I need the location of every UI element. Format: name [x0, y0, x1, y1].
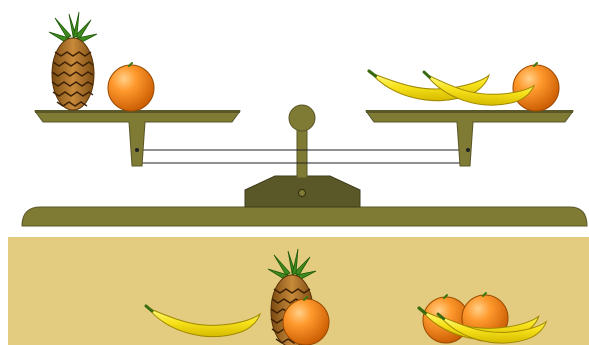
pineapple-icon[interactable]: [49, 12, 97, 110]
scale-base: [22, 207, 587, 226]
right-pan: [366, 110, 573, 166]
scale-post-knob: [289, 105, 315, 131]
orange-icon[interactable]: [108, 63, 154, 111]
scale-post: [297, 128, 307, 178]
right-pan-items: [369, 63, 559, 111]
left-pan-items: [49, 12, 154, 111]
pivot-screw: [299, 190, 306, 197]
left-pan: [35, 110, 240, 166]
orange-icon[interactable]: [513, 63, 559, 111]
